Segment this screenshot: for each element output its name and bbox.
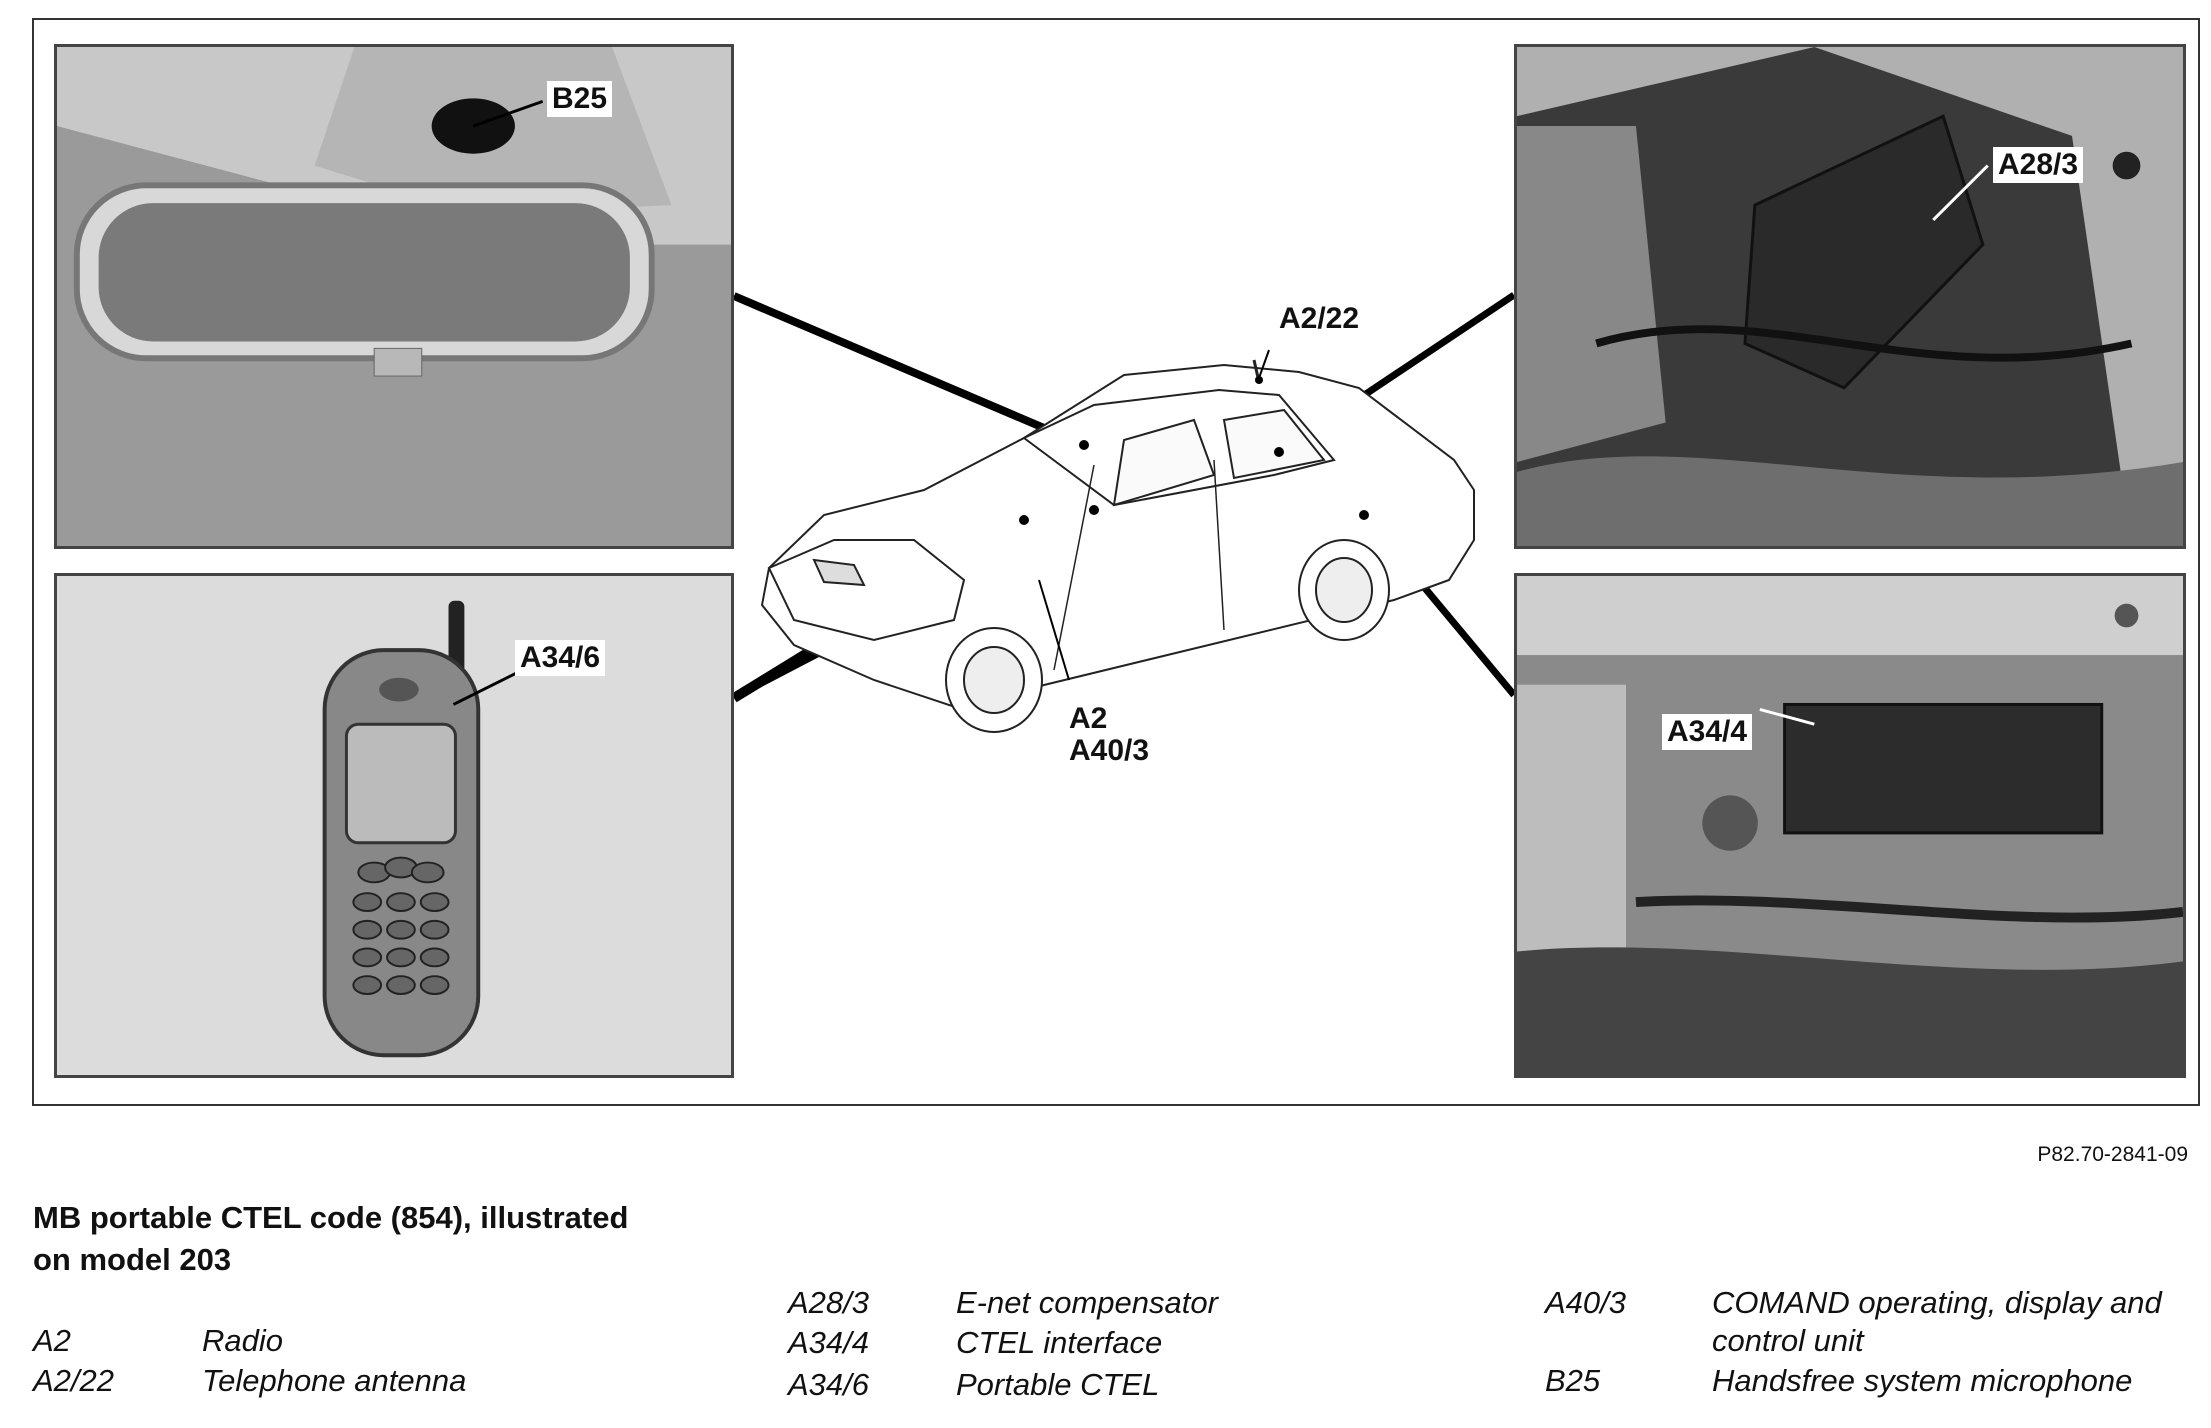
label-a222: A2/22	[1279, 302, 1360, 335]
callout-a346: A34/6	[515, 640, 606, 676]
a2-pointer	[1038, 579, 1070, 681]
callout-a344: A34/4	[1662, 714, 1753, 750]
panel-compensator: A28/3	[1514, 44, 2186, 549]
legend-code: A40/3	[1545, 1285, 1627, 1320]
leader-lines	[731, 292, 1517, 733]
car-drawing	[760, 359, 1475, 733]
diagram-figure: B25 A34/6	[32, 18, 2200, 1106]
legend-description: Handsfree system microphone	[1712, 1363, 2133, 1398]
interface-illustration	[1517, 576, 2183, 1075]
legend-code: A34/6	[788, 1367, 870, 1402]
reference-code: P82.70-2841-09	[2037, 1143, 2188, 1166]
callout-a283: A28/3	[1993, 147, 2084, 183]
legend-description: E-net compensator	[956, 1285, 1218, 1320]
caption-line-2: on model 203	[33, 1242, 232, 1277]
legend-description: Radio	[202, 1323, 283, 1358]
a222-pointer	[1258, 349, 1270, 379]
legend-code: A28/3	[788, 1285, 870, 1320]
compensator-illustration	[1517, 47, 2183, 546]
mirror-illustration	[57, 47, 731, 546]
legend-description: Portable CTEL	[956, 1367, 1160, 1402]
phone-illustration	[57, 576, 731, 1075]
label-a2: A2	[1069, 702, 1108, 735]
panel-interface: A34/4	[1514, 573, 2186, 1078]
panel-phone: A34/6	[54, 573, 734, 1078]
figure-caption: MB portable CTEL code (854), illustrated…	[33, 1197, 733, 1281]
legend-description: CTEL interface	[956, 1325, 1163, 1360]
legend-code: A2	[33, 1323, 71, 1358]
legend-code: A2/22	[33, 1363, 115, 1398]
caption-line-1: MB portable CTEL code (854), illustrated	[33, 1200, 629, 1235]
legend-code: B25	[1545, 1363, 1601, 1398]
legend-code: A34/4	[788, 1325, 870, 1360]
label-a403: A40/3	[1069, 734, 1150, 767]
legend-description: Telephone antenna	[202, 1363, 467, 1398]
callout-b25: B25	[547, 81, 613, 117]
leader-line-b25	[732, 292, 1086, 449]
panel-mirror: B25	[54, 44, 734, 549]
legend-description: COMAND operating, display and control un…	[1712, 1285, 2162, 1358]
